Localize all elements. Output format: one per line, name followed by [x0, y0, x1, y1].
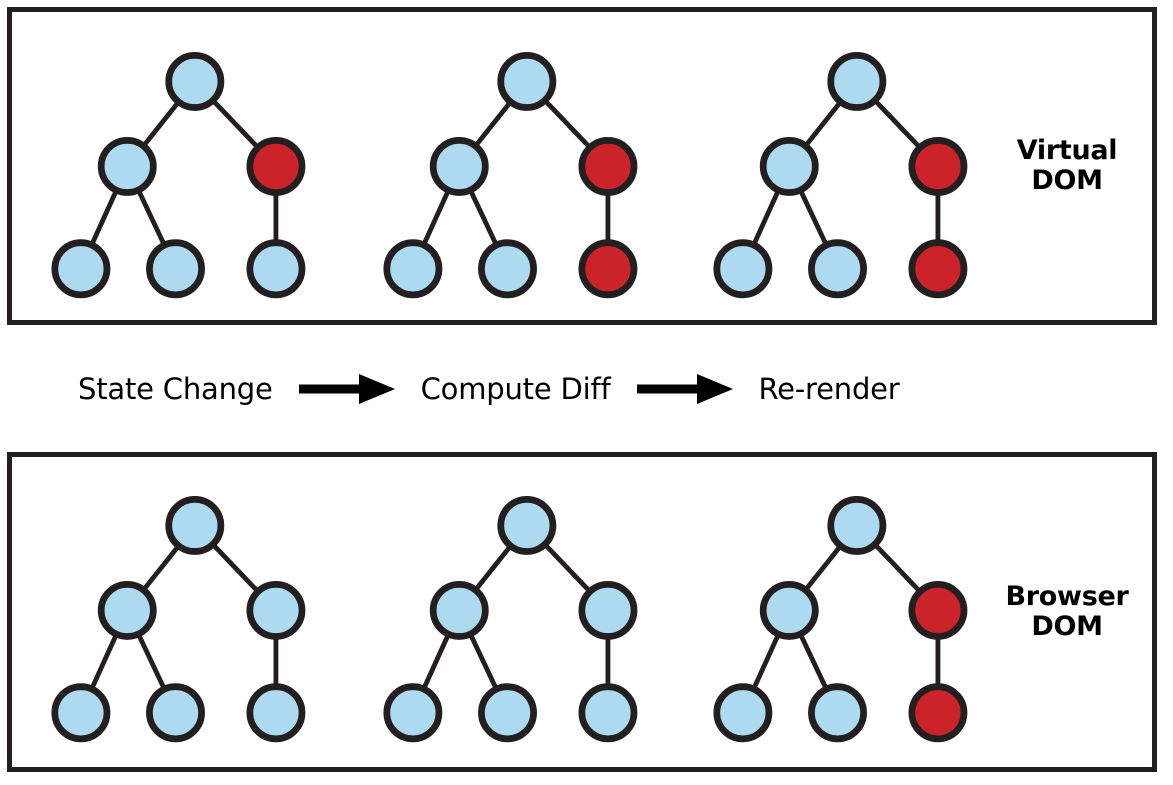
tree-node-red-right: [908, 136, 968, 196]
tree-virtual-dom-tree-3: [713, 52, 968, 299]
tree-node-blue-ll: [713, 683, 773, 743]
virtual-dom-caption-line-2: DOM: [1031, 165, 1103, 196]
virtual-dom-caption: Virtual DOM: [992, 134, 1142, 196]
tree-virtual-dom-tree-1: [51, 52, 306, 299]
tree-node-blue-ll: [51, 683, 111, 743]
flow-label-state-change: State Change: [78, 371, 273, 406]
tree-node-blue-left: [97, 136, 157, 196]
virtual-dom-caption-line-1: Virtual: [1016, 134, 1118, 166]
tree-node-blue-right: [578, 580, 638, 640]
tree-node-blue-ll: [383, 683, 443, 743]
right-arrow-icon: [636, 373, 733, 404]
tree-node-blue-root: [497, 496, 557, 555]
tree-nodes: [713, 496, 968, 743]
tree-node-blue-rl: [246, 239, 306, 299]
tree-browser-dom-tree-3: [713, 496, 968, 743]
right-arrow-icon: [298, 373, 395, 404]
tree-node-blue-root: [165, 496, 225, 555]
tree-browser-dom-tree-2: [383, 496, 638, 743]
tree-node-blue-left: [429, 136, 489, 196]
browser-dom-caption-line-1: Browser: [1005, 580, 1129, 612]
tree-nodes: [383, 52, 638, 299]
browser-dom-caption-line-2: DOM: [1031, 611, 1103, 642]
tree-node-red-right: [908, 580, 968, 640]
tree-node-blue-left: [429, 580, 489, 640]
tree-nodes: [713, 52, 968, 299]
tree-node-blue-right: [246, 580, 306, 640]
tree-browser-dom-tree-1: [51, 496, 306, 743]
tree-node-blue-lr: [478, 239, 537, 299]
tree-node-blue-left: [759, 136, 819, 196]
tree-node-red-rl: [578, 239, 638, 299]
tree-node-blue-lr: [808, 239, 867, 299]
tree-node-blue-lr: [478, 683, 537, 743]
browser-dom-caption: Browser DOM: [992, 580, 1142, 642]
tree-node-blue-ll: [713, 239, 773, 299]
tree-node-blue-root: [165, 52, 225, 111]
flow-strip: State Change Compute Diff Re-render: [0, 325, 1173, 452]
tree-nodes: [51, 496, 306, 743]
tree-node-blue-lr: [808, 683, 867, 743]
tree-node-red-right: [246, 136, 306, 196]
tree-node-blue-root: [497, 52, 557, 111]
tree-node-blue-ll: [383, 239, 443, 299]
tree-node-blue-ll: [51, 239, 111, 299]
tree-node-blue-rl: [246, 683, 306, 743]
tree-nodes: [51, 52, 306, 299]
tree-node-red-rl: [908, 239, 968, 299]
tree-node-blue-left: [759, 580, 819, 640]
tree-node-blue-lr: [146, 239, 205, 299]
tree-nodes: [383, 496, 638, 743]
tree-node-blue-rl: [578, 683, 638, 743]
flow-label-compute-diff: Compute Diff: [420, 371, 611, 406]
tree-node-blue-lr: [146, 683, 205, 743]
tree-node-red-right: [578, 136, 638, 196]
tree-virtual-dom-tree-2: [383, 52, 638, 299]
tree-node-red-rl: [908, 683, 968, 743]
tree-node-blue-left: [97, 580, 157, 640]
tree-node-blue-root: [827, 52, 887, 111]
flow-label-re-render: Re-render: [758, 371, 900, 406]
tree-node-blue-root: [827, 496, 887, 555]
